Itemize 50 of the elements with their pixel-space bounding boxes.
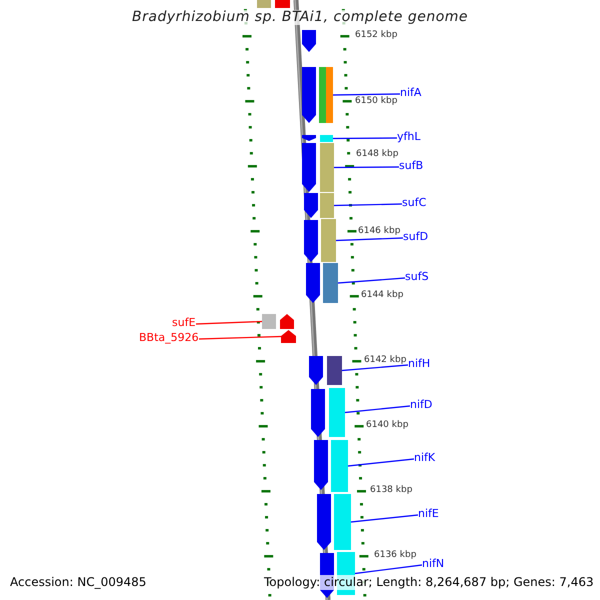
scale-label: 6146 kbp [358,227,400,237]
scale-label: 6148 kbp [356,150,398,160]
scale-label: 6152 kbp [355,31,398,41]
info-text: Topology: circular; Length: 8,264,687 bp; Genes: 7,463 [262,575,596,590]
gene-label: BBta_5926 [139,332,199,344]
scale-label: 6138 kbp [370,486,412,496]
leader-line [333,137,397,140]
gene-label: nifD [410,399,432,412]
gene-label: yfhL [397,131,420,144]
leader-line [198,336,282,340]
gene-label: nifK [414,452,436,464]
leader-line [338,277,406,284]
gene-feature-bar [320,143,334,192]
gene-label: sufB [399,160,424,172]
gene-feature-bar [320,135,333,142]
gene-feature-bar [320,193,334,218]
gene-feature-bar [262,314,276,329]
leader-line [336,237,404,242]
gene-label: nifA [400,87,422,100]
gene-label: sufS [405,271,429,284]
gene-label: nifH [408,358,430,370]
scale-label: 6140 kbp [366,421,408,431]
leader-line [344,405,410,414]
leader-line [354,564,422,574]
gene-feature-bar [319,67,333,123]
gene-feature [280,314,294,329]
gene-label: nifN [422,558,444,570]
leader-line [334,203,402,206]
leader-line [342,364,408,372]
leader-line [350,514,418,523]
leader-line [333,93,400,96]
gene-feature-bar [334,494,351,550]
gene-label: sufE [172,317,196,330]
leader-line [348,458,414,467]
leader-line [334,166,399,168]
gene-label: nifE [418,508,439,520]
leader-line [196,320,262,325]
gene-label: sufD [403,231,428,244]
gene-feature-bar [323,263,338,303]
gene-feature [281,330,296,343]
scale-label: 6142 kbp [364,356,406,366]
info-text: Accession: NC_009485 [8,575,148,590]
gene-label: sufC [402,197,426,210]
scale-label: 6150 kbp [355,97,398,107]
scale-label: 6144 kbp [361,291,404,301]
gene-feature-bar [327,356,342,385]
gene-feature-bar [331,440,348,492]
gene-feature-bar [321,219,336,262]
gene-feature-bar [329,388,345,437]
scale-label: 6136 kbp [374,551,416,561]
